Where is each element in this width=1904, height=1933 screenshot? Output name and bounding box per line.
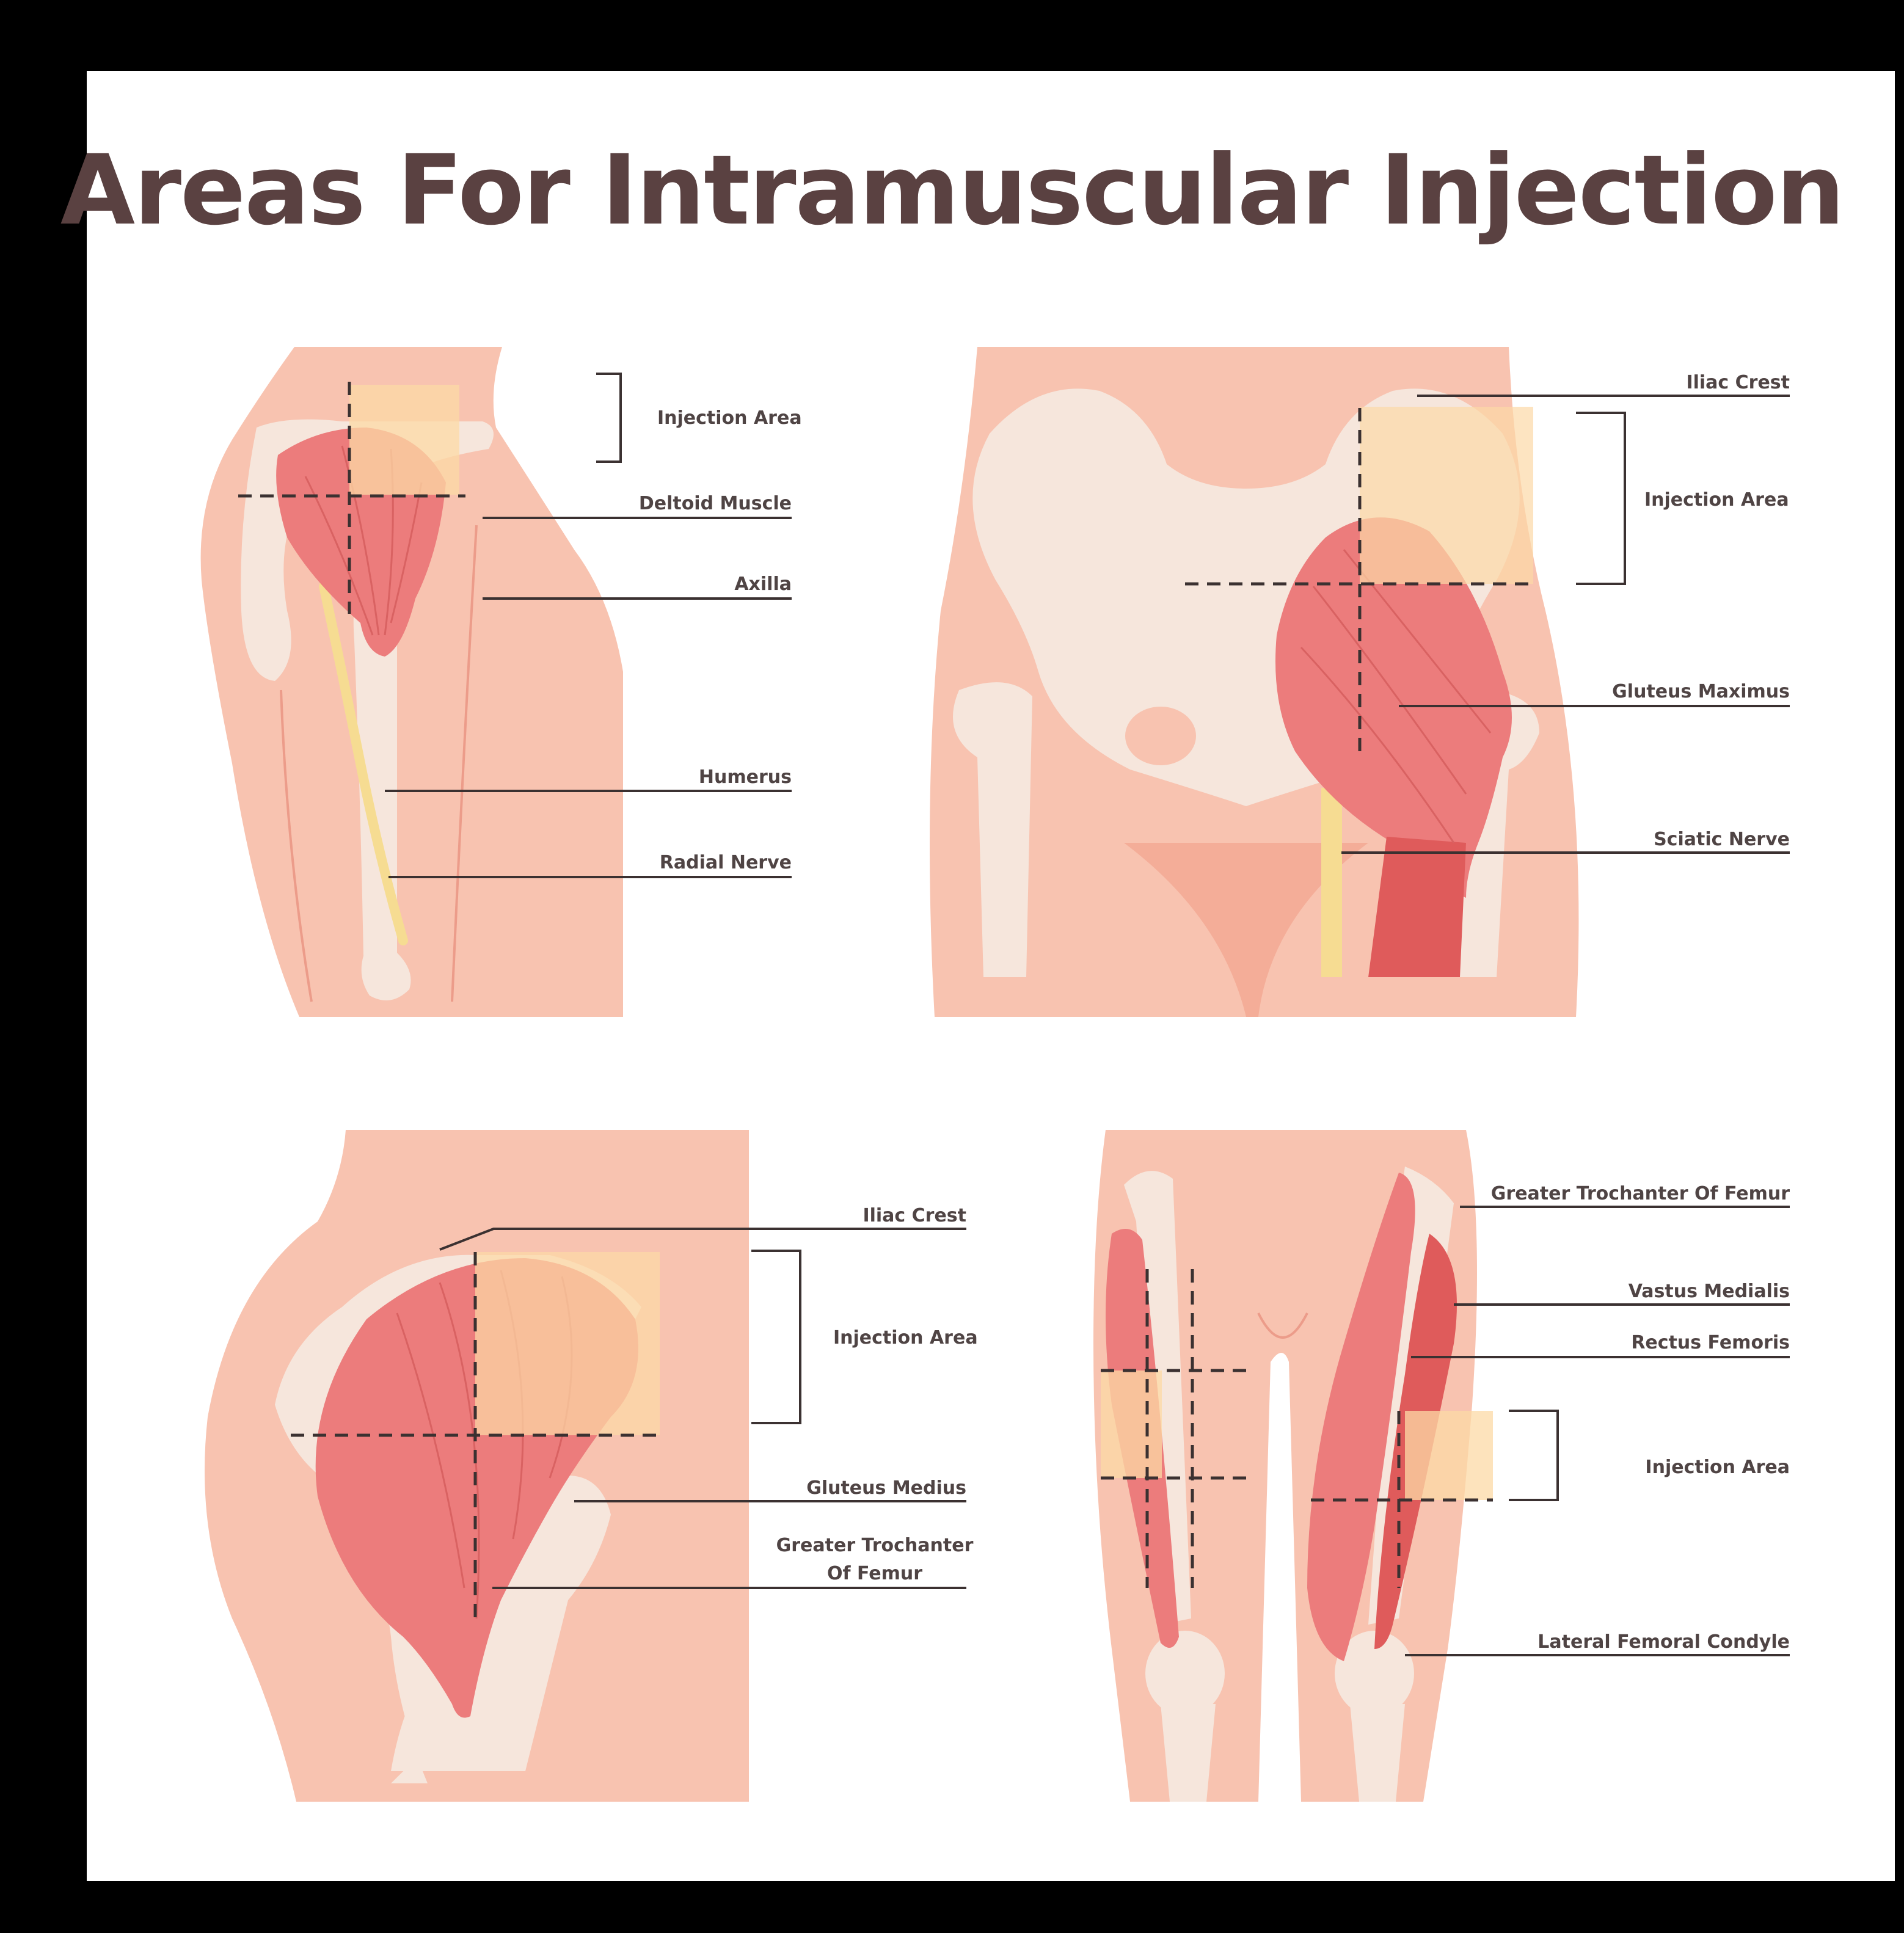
- label-sciatic-nerve: Sciatic Nerve: [1484, 826, 1790, 854]
- label-gluteus-medius: Gluteus Medius: [722, 1474, 966, 1502]
- label-iliac-crest: Iliac Crest: [1484, 369, 1790, 397]
- tibia-left: [1161, 1704, 1216, 1802]
- label-greater-trochanter-of-femur: Greater Trochanter Of Femur: [1423, 1180, 1790, 1208]
- injection-area-bracket: [596, 374, 621, 462]
- label-lateral-femoral-condyle: Lateral Femoral Condyle: [1423, 1628, 1790, 1656]
- deltoid-illustration: [201, 347, 792, 1017]
- obturator-foramen-left: [1125, 707, 1196, 765]
- label-injection-area: Injection Area: [833, 1324, 978, 1352]
- tibia-right: [1350, 1704, 1405, 1802]
- injection-area-zone: [475, 1252, 660, 1435]
- label-greater-trochanter-line2: Of Femur: [753, 1560, 997, 1588]
- label-injection-area: Injection Area: [1644, 486, 1789, 514]
- label-radial-nerve: Radial Nerve: [547, 849, 792, 877]
- label-deltoid-muscle: Deltoid Muscle: [547, 490, 792, 518]
- injection-area-bracket: [751, 1251, 800, 1423]
- knee-left: [1145, 1631, 1225, 1716]
- injection-area-zone: [349, 385, 459, 495]
- label-iliac-crest: Iliac Crest: [722, 1202, 966, 1230]
- injection-area-zone: [1360, 407, 1533, 584]
- label-humerus: Humerus: [547, 763, 792, 792]
- injection-area-bracket: [1576, 413, 1625, 584]
- label-injection-area: Injection Area: [657, 404, 802, 432]
- injection-area-zone-left: [1101, 1371, 1162, 1478]
- label-vastus-medialis: Vastus Medialis: [1423, 1278, 1790, 1306]
- label-axilla: Axilla: [547, 570, 792, 599]
- ventrogluteal-illustration: [205, 1130, 966, 1802]
- label-injection-area: Injection Area: [1423, 1454, 1790, 1482]
- label-rectus-femoris: Rectus Femoris: [1423, 1329, 1790, 1357]
- label-greater-trochanter-line1: Greater Trochanter: [753, 1532, 997, 1560]
- label-gluteus-maximus: Gluteus Maximus: [1484, 678, 1790, 706]
